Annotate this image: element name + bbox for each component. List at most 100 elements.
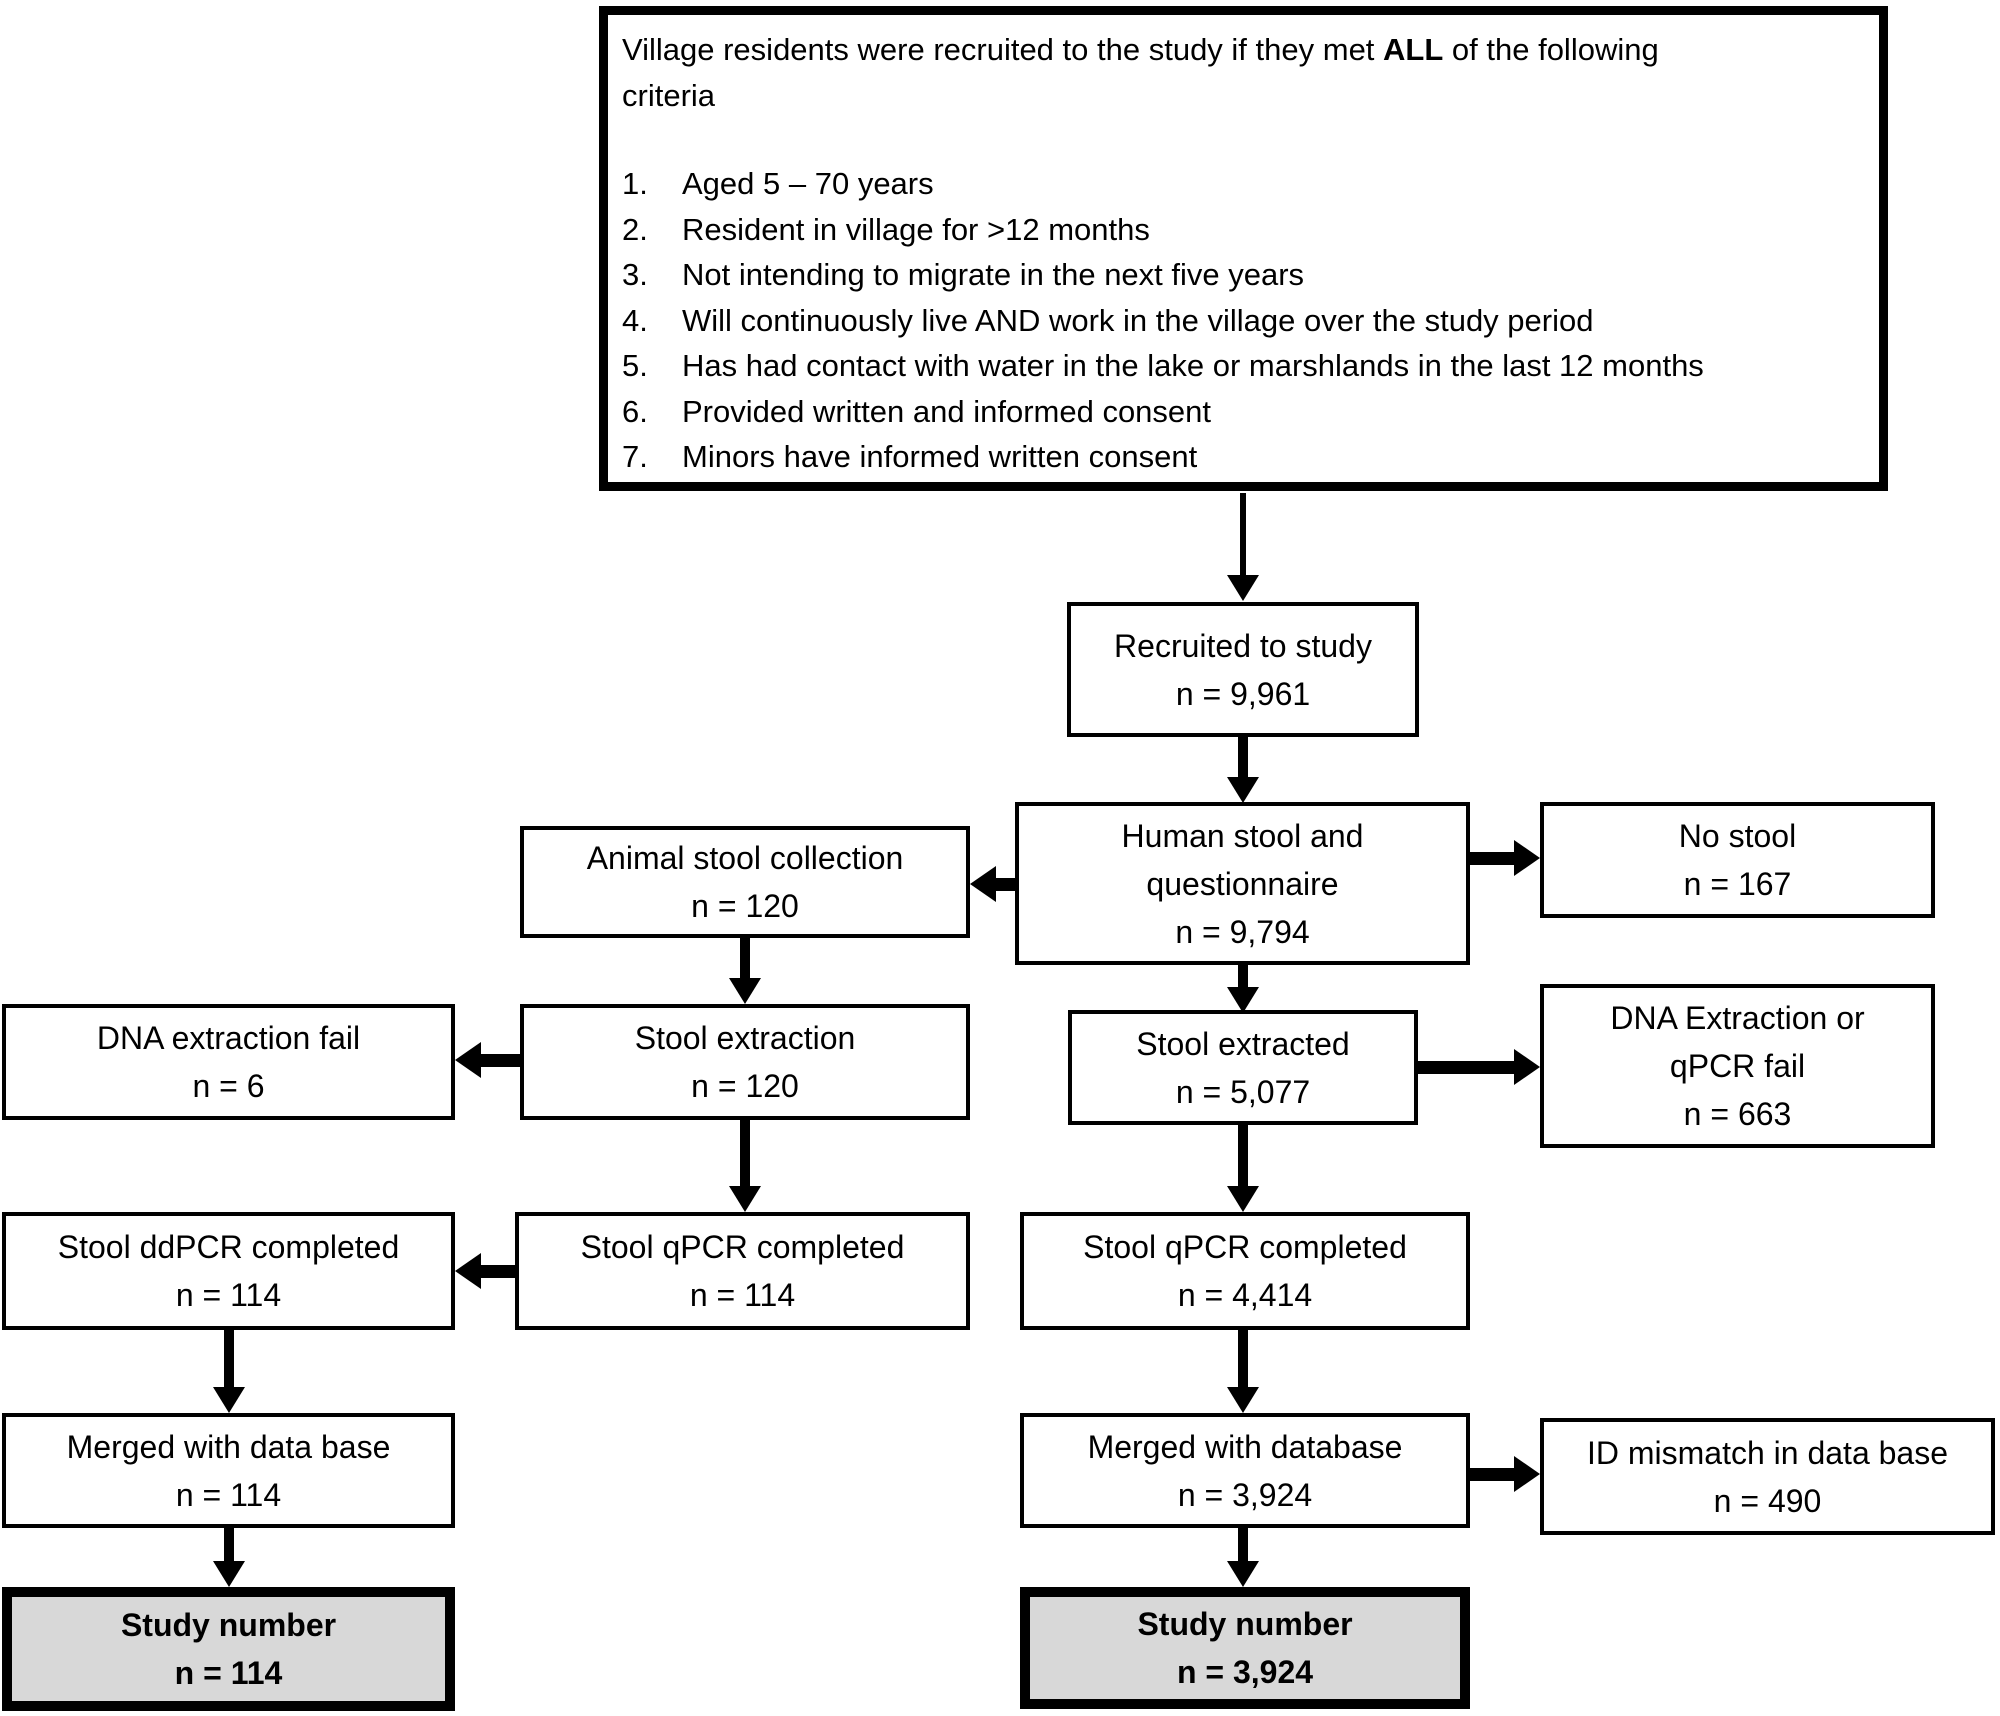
- arrowhead-down-icon: [729, 978, 761, 1004]
- node-count: n = 114: [175, 1277, 282, 1313]
- arrowhead-down-icon: [729, 1186, 761, 1212]
- node-count: n = 9,961: [1175, 675, 1311, 712]
- criteria-item-number: 2.: [622, 211, 648, 247]
- node-count: n = 6: [192, 1068, 265, 1104]
- arrow-merged-left-to-study: [224, 1528, 234, 1561]
- node-label: DNA extraction fail: [96, 1020, 361, 1056]
- node-label: Stool qPCR completed: [1083, 1229, 1407, 1265]
- node-label: questionnaire: [1146, 865, 1339, 902]
- node-count: n = 114: [689, 1277, 796, 1313]
- node-label: Merged with data base: [66, 1428, 391, 1465]
- node-dna-extraction-qpcr-fail: DNA Extraction or qPCR fail n = 663: [1540, 984, 1935, 1148]
- node-merged-with-data-base: Merged with data base n = 114: [2, 1413, 455, 1528]
- criteria-item-text: Not intending to migrate in the next fiv…: [682, 257, 1305, 292]
- node-label: Stool ddPCR completed: [57, 1229, 400, 1265]
- arrowhead-left-icon: [455, 1042, 481, 1078]
- node-stool-extraction: Stool extraction n = 120: [520, 1004, 970, 1120]
- node-stool-ddpcr-completed: Stool ddPCR completed n = 114: [2, 1212, 455, 1330]
- node-count: n = 114: [175, 1476, 282, 1513]
- node-label: No stool: [1678, 818, 1797, 854]
- arrow-qpcr-right-to-merged: [1238, 1330, 1248, 1387]
- node-label: Human stool and: [1121, 817, 1364, 854]
- arrow-merged-to-id-mismatch: [1470, 1468, 1514, 1481]
- criteria-item-number: 1.: [622, 166, 648, 201]
- node-animal-stool-collection: Animal stool collection n = 120: [520, 826, 970, 938]
- arrowhead-down-icon: [1227, 777, 1259, 803]
- node-count: n = 120: [691, 888, 799, 924]
- node-human-stool-questionnaire: Human stool and questionnaire n = 9,794: [1015, 802, 1470, 965]
- node-count: n = 4,414: [1177, 1277, 1313, 1313]
- node-id-mismatch: ID mismatch in data base n = 490: [1540, 1418, 1995, 1535]
- criteria-item: 5.Has had contact with water in the lake…: [622, 343, 1704, 389]
- node-merged-with-database: Merged with database n = 3,924: [1020, 1413, 1470, 1528]
- arrow-extraction-to-qpcr-left: [740, 1120, 750, 1186]
- node-stool-qpcr-completed-human: Stool qPCR completed n = 4,414: [1020, 1212, 1470, 1330]
- arrow-animal-to-extraction: [740, 938, 750, 978]
- arrow-merged-right-to-study: [1238, 1528, 1248, 1561]
- node-label: Study number: [1137, 1606, 1353, 1642]
- criteria-intro-after: of the following: [1443, 32, 1659, 67]
- criteria-item: 1. Aged 5 – 70 years: [622, 161, 1704, 207]
- node-label: Animal stool collection: [586, 840, 904, 876]
- criteria-intro-bold: ALL: [1383, 32, 1444, 67]
- node-label: Merged with database: [1087, 1428, 1403, 1465]
- criteria-intro-before: Village residents were recruited to the …: [622, 32, 1384, 67]
- criteria-item-number: 6.: [622, 393, 648, 429]
- criteria-item-number: 4.: [622, 302, 648, 338]
- criteria-item-text: Has had contact with water in the lake o…: [682, 348, 1704, 383]
- criteria-intro-line1: Village residents were recruited to the …: [622, 27, 1659, 73]
- arrowhead-down-icon: [1227, 575, 1259, 601]
- criteria-item-text: Provided written and informed consent: [682, 393, 1212, 429]
- node-count: n = 167: [1683, 866, 1792, 902]
- arrowhead-down-icon: [1227, 1186, 1259, 1212]
- arrowhead-down-icon: [213, 1561, 245, 1587]
- node-count: n = 490: [1713, 1482, 1822, 1519]
- node-dna-extraction-fail: DNA extraction fail n = 6: [2, 1004, 455, 1120]
- criteria-item-text: Aged 5 – 70 years: [682, 166, 934, 201]
- criteria-item-number: 7.: [622, 439, 648, 474]
- node-count: n = 5,077: [1175, 1073, 1311, 1110]
- criteria-item-text: Will continuously live AND work in the v…: [682, 302, 1594, 338]
- arrowhead-down-icon: [1227, 1561, 1259, 1587]
- node-no-stool: No stool n = 167: [1540, 802, 1935, 918]
- node-label: Stool extraction: [634, 1020, 856, 1056]
- arrowhead-right-icon: [1514, 1049, 1540, 1085]
- node-label: DNA Extraction or: [1610, 1000, 1865, 1036]
- criteria-box: Village residents were recruited to the …: [599, 6, 1888, 491]
- arrow-human-to-stool-extracted: [1238, 965, 1248, 987]
- node-count: n = 3,924: [1177, 1476, 1313, 1513]
- node-study-number-human: Study number n = 3,924: [1020, 1587, 1470, 1709]
- arrowhead-down-icon: [213, 1387, 245, 1413]
- criteria-item-number: 3.: [622, 257, 648, 292]
- arrowhead-right-icon: [1514, 840, 1540, 876]
- criteria-item: 6. Provided written and informed consent: [622, 389, 1704, 435]
- criteria-item: 4. Will continuously live AND work in the…: [622, 298, 1704, 344]
- criteria-item-text: Resident in village for >12 months: [682, 211, 1150, 247]
- node-label: Stool extracted: [1136, 1025, 1350, 1062]
- arrowhead-right-icon: [1514, 1456, 1540, 1492]
- node-count: n = 663: [1683, 1096, 1792, 1132]
- node-count: n = 3,924: [1176, 1654, 1314, 1690]
- node-label: Study number: [120, 1607, 337, 1643]
- node-label: Stool qPCR completed: [580, 1229, 905, 1265]
- arrow-human-to-animal: [996, 878, 1015, 891]
- arrowhead-left-icon: [455, 1253, 481, 1289]
- arrow-extracted-to-dna-qpcr-fail: [1418, 1061, 1514, 1074]
- arrow-extraction-to-dna-fail: [481, 1054, 520, 1067]
- criteria-item-text: Minors have informed written consent: [682, 439, 1198, 474]
- criteria-list: 1. Aged 5 – 70 years 2. Resident in villag…: [622, 161, 1704, 480]
- arrow-extracted-to-qpcr-right: [1238, 1125, 1248, 1186]
- node-study-number-animal: Study number n = 114: [2, 1587, 455, 1711]
- node-recruited: Recruited to study n = 9,961: [1067, 602, 1419, 737]
- node-stool-qpcr-completed-animal: Stool qPCR completed n = 114: [515, 1212, 970, 1330]
- arrowhead-down-icon: [1227, 1387, 1259, 1413]
- arrow-recruited-to-human: [1238, 737, 1248, 777]
- criteria-item: 2. Resident in village for >12 months: [622, 207, 1704, 253]
- criteria-item: 7. Minors have informed written consent: [622, 434, 1704, 480]
- arrow-ddpcr-to-merged-left: [224, 1330, 234, 1387]
- node-count: n = 9,794: [1175, 913, 1310, 950]
- arrow-qpcr-left-to-ddpcr: [481, 1265, 515, 1278]
- arrow-human-to-no-stool: [1470, 852, 1514, 865]
- node-count: n = 120: [691, 1068, 799, 1104]
